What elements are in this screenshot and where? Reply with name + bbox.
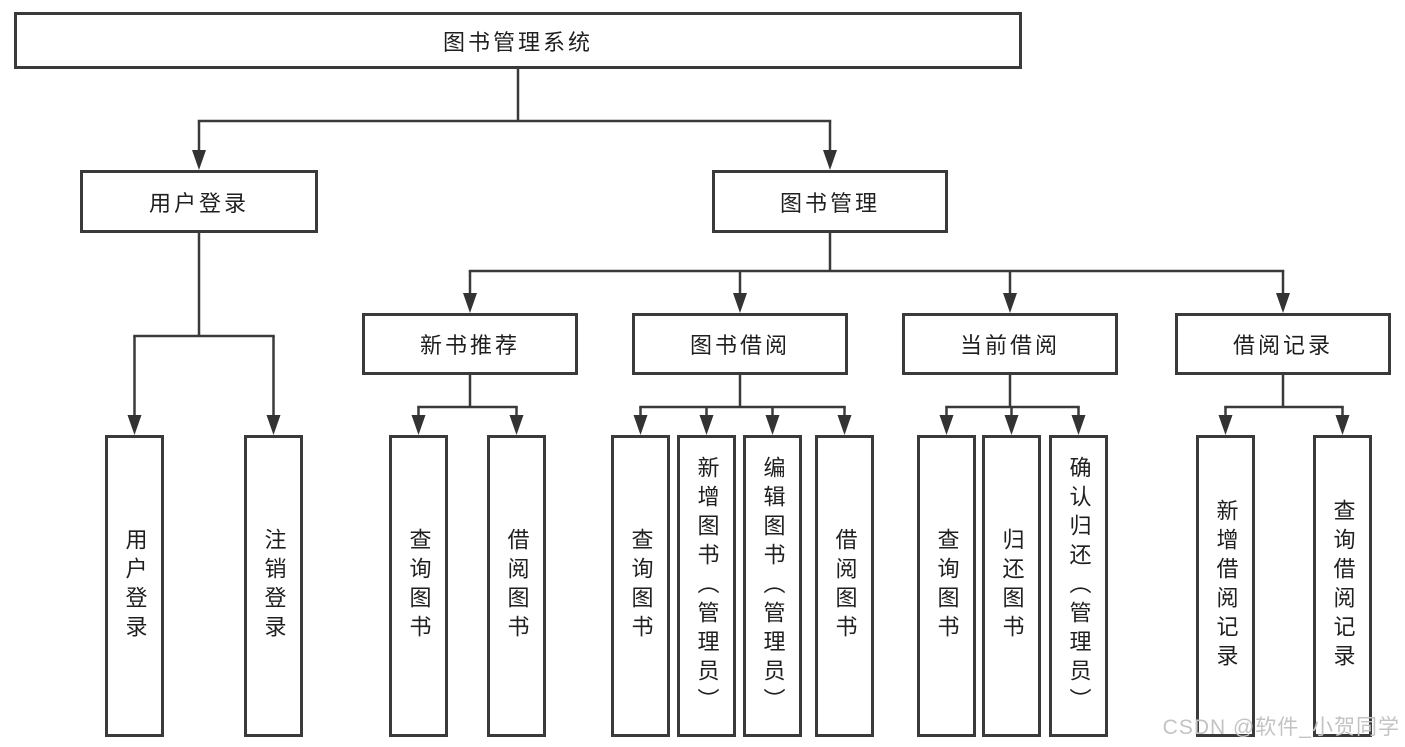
leaf-confirm-return-admin-label: 确认归还（管理员） bbox=[1066, 455, 1092, 717]
node-book-management: 图书管理 bbox=[712, 170, 948, 233]
leaf-add-borrow-record-label: 新增借阅记录 bbox=[1213, 499, 1239, 673]
node-borrow-records: 借阅记录 bbox=[1175, 313, 1391, 375]
leaf-user-login: 用户登录 bbox=[105, 435, 164, 737]
leaf-query-borrow-record-label: 查询借阅记录 bbox=[1330, 499, 1356, 673]
leaf-add-borrow-record: 新增借阅记录 bbox=[1196, 435, 1255, 737]
leaf-edit-books-admin: 编辑图书（管理员） bbox=[743, 435, 802, 737]
leaf-rec-query-books: 查询图书 bbox=[389, 435, 448, 737]
node-borrow-records-label: 借阅记录 bbox=[1232, 333, 1333, 358]
node-book-management-label: 图书管理 bbox=[779, 190, 880, 216]
node-user-login: 用户登录 bbox=[80, 170, 318, 233]
leaf-borrow-books-label: 借阅图书 bbox=[832, 528, 858, 644]
node-new-book-recommend-label: 新书推荐 bbox=[419, 333, 520, 358]
leaf-logout: 注销登录 bbox=[244, 435, 303, 737]
csdn-watermark: CSDN @软件_小贺同学 bbox=[1162, 716, 1400, 739]
leaf-borrow-query-books-label: 查询图书 bbox=[628, 528, 654, 644]
node-new-book-recommend: 新书推荐 bbox=[362, 313, 578, 375]
leaf-borrow-books: 借阅图书 bbox=[815, 435, 874, 737]
leaf-current-query-books: 查询图书 bbox=[917, 435, 976, 737]
node-root: 图书管理系统 bbox=[14, 12, 1022, 69]
node-current-borrow-label: 当前借阅 bbox=[959, 333, 1060, 358]
leaf-rec-borrow-books-label: 借阅图书 bbox=[504, 528, 530, 644]
leaf-add-books-admin-label: 新增图书（管理员） bbox=[694, 455, 720, 717]
leaf-rec-query-books-label: 查询图书 bbox=[406, 528, 432, 644]
node-current-borrow: 当前借阅 bbox=[902, 313, 1118, 375]
leaf-rec-borrow-books: 借阅图书 bbox=[487, 435, 546, 737]
leaf-return-books-label: 归还图书 bbox=[999, 528, 1025, 644]
node-book-borrow-label: 图书借阅 bbox=[689, 333, 790, 358]
leaf-confirm-return-admin: 确认归还（管理员） bbox=[1049, 435, 1108, 737]
leaf-return-books: 归还图书 bbox=[982, 435, 1041, 737]
leaf-query-borrow-record: 查询借阅记录 bbox=[1313, 435, 1372, 737]
leaf-current-query-books-label: 查询图书 bbox=[934, 528, 960, 644]
leaf-add-books-admin: 新增图书（管理员） bbox=[677, 435, 736, 737]
node-root-label: 图书管理系统 bbox=[442, 29, 593, 55]
node-book-borrow: 图书借阅 bbox=[632, 313, 848, 375]
leaf-borrow-query-books: 查询图书 bbox=[611, 435, 670, 737]
leaf-edit-books-admin-label: 编辑图书（管理员） bbox=[760, 455, 786, 717]
leaf-logout-label: 注销登录 bbox=[261, 528, 287, 644]
leaf-user-login-label: 用户登录 bbox=[122, 528, 148, 644]
node-user-login-label: 用户登录 bbox=[148, 190, 249, 216]
